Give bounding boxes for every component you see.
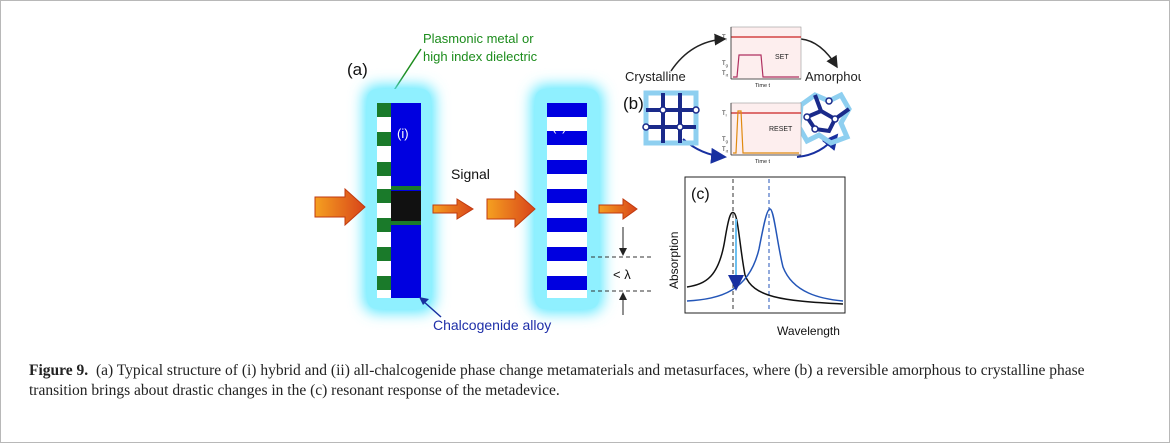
reset-tg-sub: g [726,139,728,144]
reset-tl-sub: l [726,113,727,118]
set-pulse-plot [730,26,802,80]
set-tr-label: Trt [722,71,729,78]
set-tg-sub: g [726,63,728,68]
reset-tr-label: Trt [722,147,729,154]
reset-label: RESET [769,126,793,133]
panel-a-label: (a) [347,60,368,79]
set-tl-label: Tl [722,35,727,42]
figure-caption: Figure 9. (a) Typical structure of (i) h… [29,361,1139,401]
reset-return-arrow [796,133,839,158]
reset-tl-label: Tl [722,111,727,118]
absorption-label: Absorption [667,232,681,289]
set-tr-base: T [722,71,726,77]
reset-tg-label: Tg [722,137,728,144]
reset-pulse-plot [730,102,802,156]
column-i-label: (i) [397,126,409,141]
panel-c-label: (c) [691,186,710,203]
set-time-axis-label: Time t [755,83,771,89]
reset-tg-base: T [722,137,726,143]
set-tl-base: T [722,35,726,41]
signal-arrow-out [598,198,638,220]
set-label: SET [775,54,789,61]
set-tr-sub: rt [726,73,729,78]
figure-9-graphic: (a) Plasmonic metal or high index dielec… [314,26,861,338]
column-i-structure [377,103,421,298]
reset-tl-base: T [722,111,726,117]
signal-arrow-in [314,187,366,227]
set-tl-sub: l [726,37,727,42]
lambda-label: < λ [613,267,631,282]
reset-tr-base: T [722,147,726,153]
reset-time-axis-label: Time t [755,159,771,165]
caption-text: (a) Typical structure of (i) hybrid and … [29,362,1085,399]
crystalline-lattice [642,90,700,146]
metal-label-line1: Plasmonic metal or [423,31,534,46]
wavelength-dimension [591,227,653,315]
wavelength-label: Wavelength [777,324,840,338]
signal-arrow-mid-2 [486,189,536,229]
absorption-curve-black [686,211,844,305]
set-transition-arrow [670,33,727,72]
amorphous-label: Amorphous [805,69,861,84]
crystalline-label: Crystalline [625,69,686,84]
signal-label: Signal [451,166,490,182]
reset-tr-sub: rt [726,149,729,154]
caption-lead: Figure 9. [29,362,89,379]
set-tg-base: T [722,61,726,67]
column-ii-structure [547,103,587,298]
amorphous-network [796,91,852,146]
set-tg-label: Tg [722,61,728,68]
alloy-pointer-arrowhead [419,297,429,305]
alloy-pointer-line [422,300,442,318]
amorph-to-set-arrow [800,38,838,69]
alloy-label: Chalcogenide alloy [433,317,551,333]
signal-arrow-mid-1 [432,198,474,220]
metal-label-line2: high index dielectric [423,49,538,64]
panel-c-frame [684,176,846,314]
panel-b-label: (b) [623,94,644,113]
column-ii-label: (ii) [552,119,566,134]
